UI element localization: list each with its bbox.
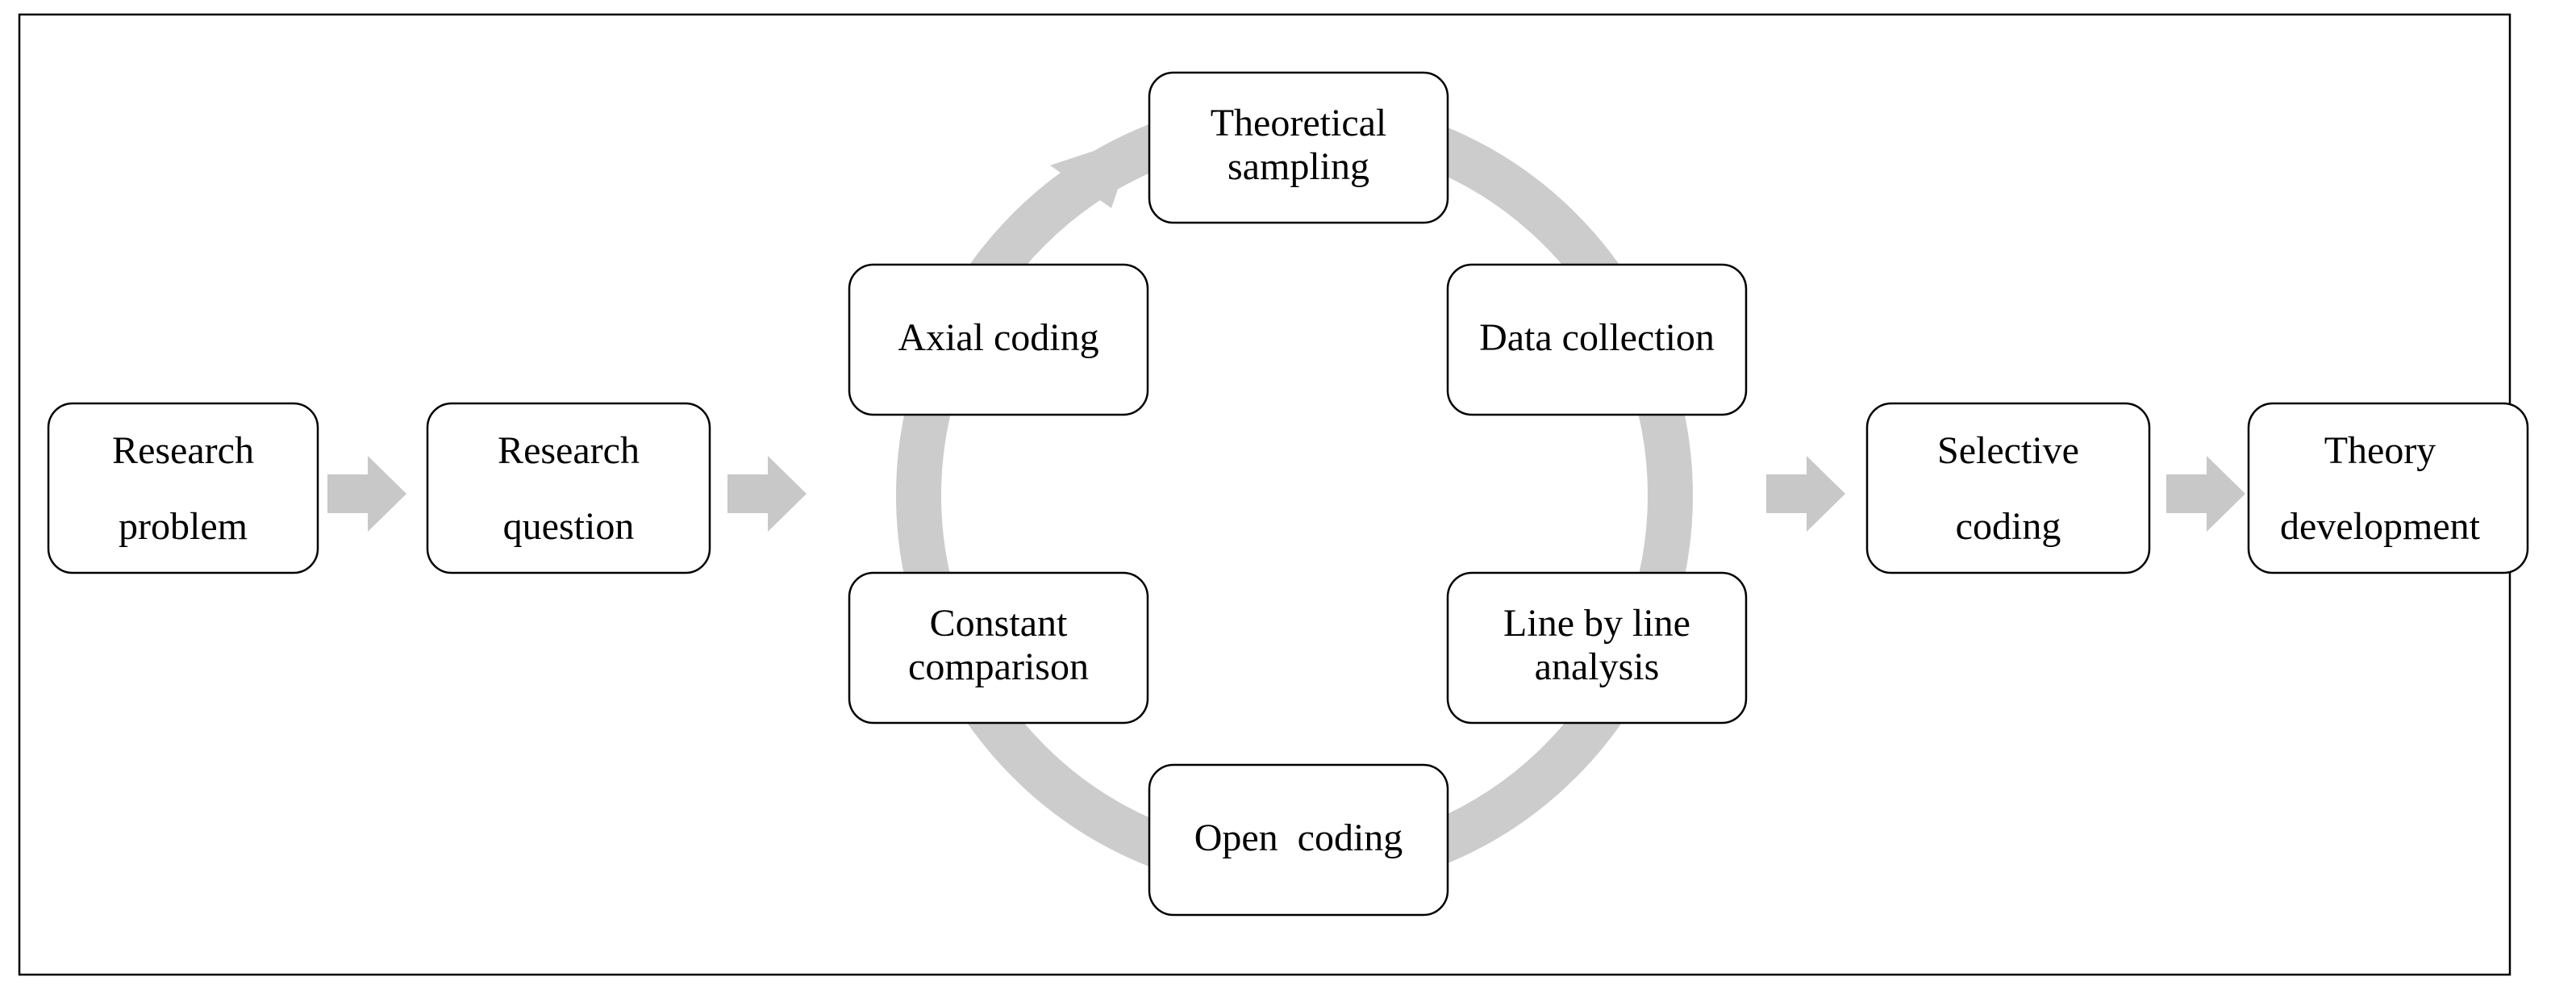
node-label-line: Theoretical [1211,102,1387,144]
arrow-question-to-cycle [727,456,807,532]
node-open-coding: Open coding [1148,763,1449,917]
node-data-collection: Data collection [1446,263,1748,416]
node-label-line: sampling [1228,145,1369,188]
arrow-problem-to-question [327,456,406,532]
arrow-selective-to-theory [2166,456,2245,532]
node-label-line: Line by line [1503,602,1690,645]
node-theory-development: Theory development [2247,402,2529,574]
node-label-line: Theory [2324,429,2436,472]
node-label-line: analysis [1535,645,1660,688]
node-label-line: Research [498,429,640,472]
node-label-line: problem [119,505,248,548]
node-label-line: Open coding [1194,816,1403,859]
node-label-line: Axial coding [898,316,1098,359]
node-axial-coding: Axial coding [848,263,1149,416]
node-label-line: Data collection [1479,316,1715,359]
node-label-line: Research [112,429,254,472]
cycle-arrowhead [1050,137,1136,208]
node-research-problem: Research problem [47,402,319,574]
node-constant-comparison: Constant comparison [848,571,1149,725]
node-label-line: Selective [1937,429,2079,472]
node-line-by-line-analysis: Line by line analysis [1446,571,1748,725]
node-label-line: comparison [908,645,1089,688]
arrow-cycle-to-selective [1766,456,1845,532]
node-research-question: Research question [426,402,711,574]
node-label-line: question [503,505,635,548]
node-label-line: Constant [930,602,1068,645]
node-theoretical-sampling: Theoretical sampling [1148,71,1449,224]
node-label-line: coding [1956,505,2061,548]
node-selective-coding: Selective coding [1865,402,2151,574]
node-label-line: development [2280,505,2481,548]
cycle-ring [896,97,1693,894]
